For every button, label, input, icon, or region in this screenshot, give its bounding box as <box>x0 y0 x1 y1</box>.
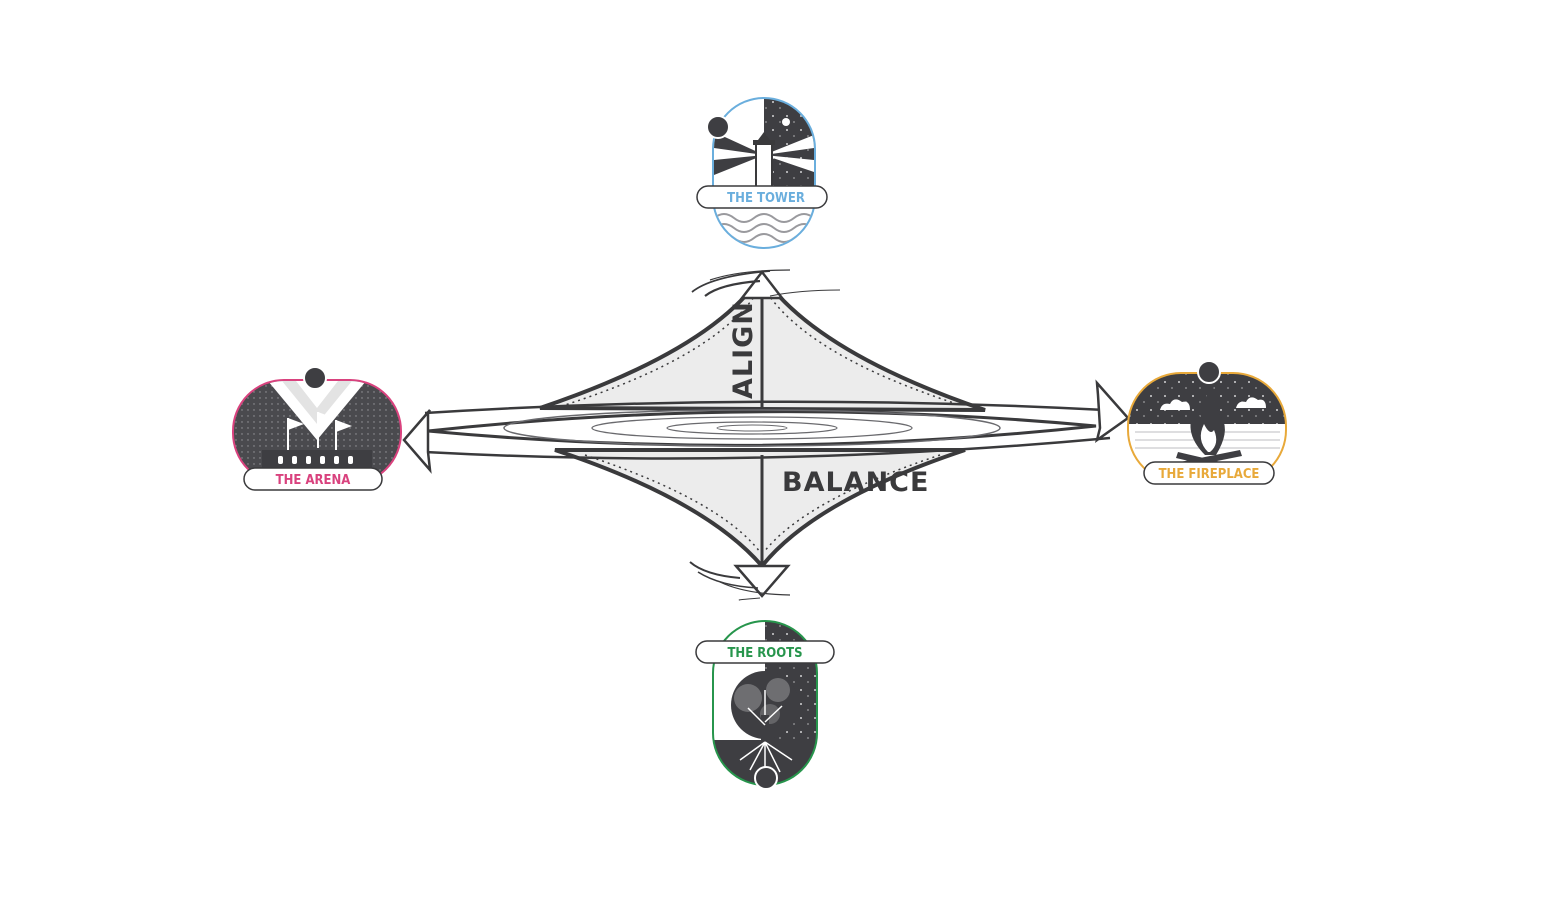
balance-disc <box>424 400 1111 460</box>
badge-roots-label: THE ROOTS <box>727 646 802 661</box>
central-top-shape <box>539 269 986 601</box>
badge-roots[interactable]: THE ROOTS <box>695 620 835 790</box>
arena-flags-icon <box>234 381 400 483</box>
badge-arena[interactable]: THE ARENA <box>232 366 402 491</box>
badge-arena-label: THE ARENA <box>276 473 351 488</box>
badge-tower-label: THE TOWER <box>727 191 805 206</box>
badge-knob-icon <box>303 366 327 390</box>
arrow-right-icon <box>1094 379 1130 443</box>
badge-tower[interactable]: THE TOWER <box>696 97 828 250</box>
arrow-left-icon <box>402 409 432 474</box>
badge-knob-icon <box>754 766 778 790</box>
align-label: ALIGN <box>728 301 759 399</box>
badge-knob-icon <box>706 115 730 139</box>
badge-fireplace-label: THE FIREPLACE <box>1159 467 1260 482</box>
balance-label: BALANCE <box>782 467 929 498</box>
lighthouse-icon <box>714 99 814 247</box>
badge-knob-icon <box>1197 360 1221 384</box>
badge-fireplace[interactable]: THE FIREPLACE <box>1127 360 1287 485</box>
